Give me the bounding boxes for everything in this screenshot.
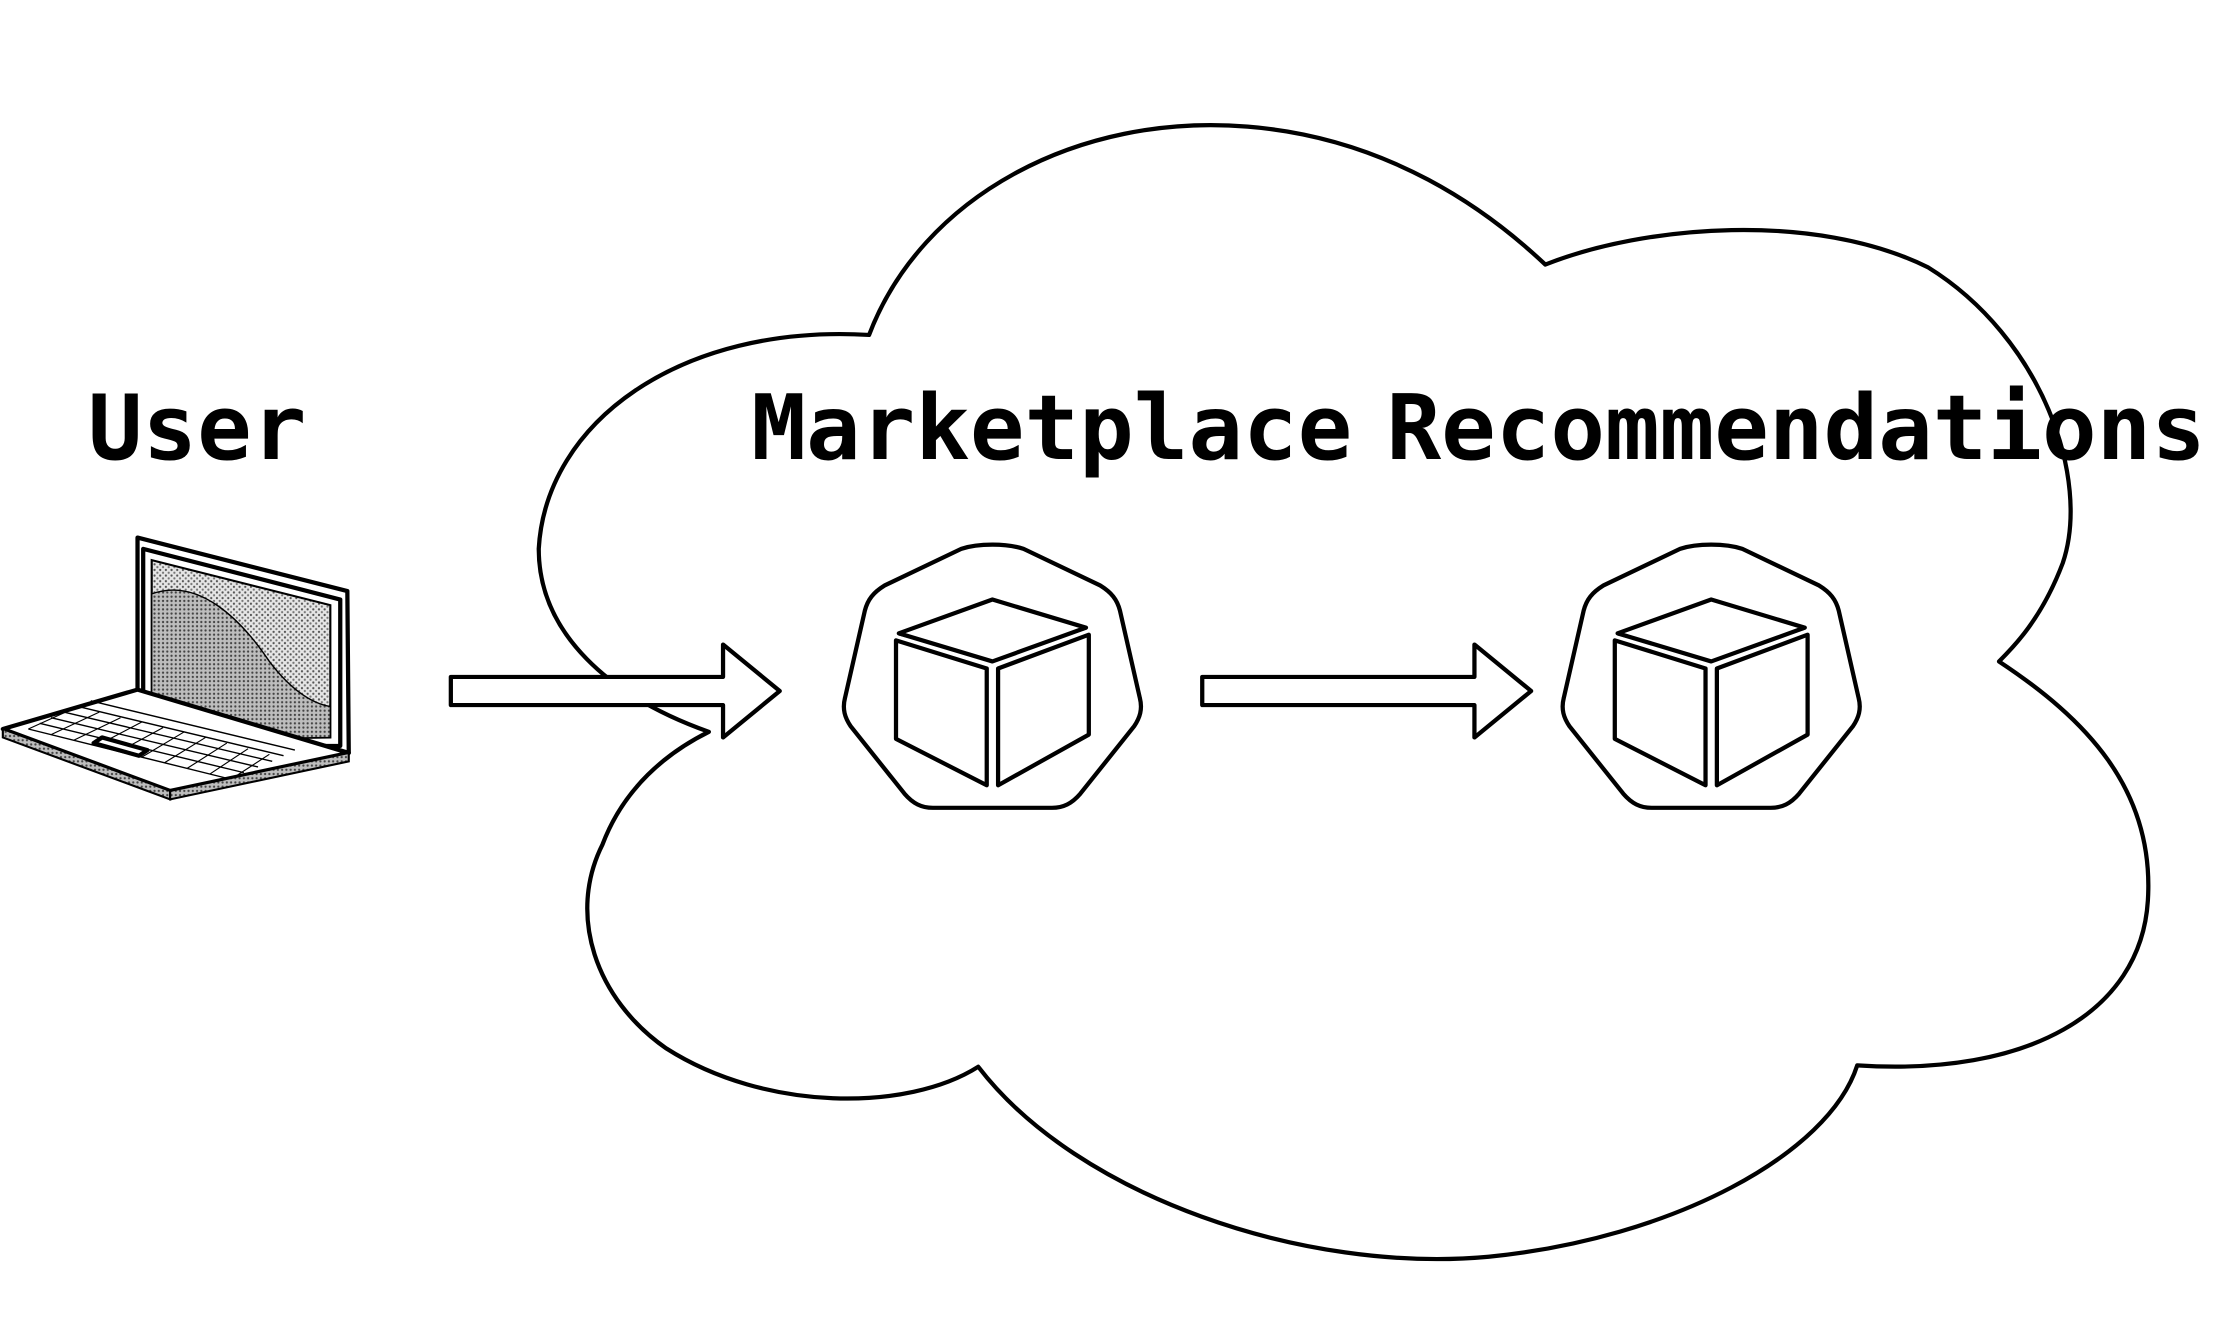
marketplace-label: Marketplace: [751, 376, 1352, 481]
laptop-icon: [0, 535, 351, 801]
marketplace-node-icon: [841, 542, 1144, 810]
recommendations-label: Recommendations: [1387, 376, 2206, 481]
arrow-user-to-marketplace: [448, 642, 782, 740]
cloud-icon: [536, 123, 2151, 1262]
user-label: User: [88, 376, 306, 481]
recommendations-node-icon: [1560, 542, 1862, 810]
arrow-marketplace-to-recommendations: [1200, 642, 1534, 740]
